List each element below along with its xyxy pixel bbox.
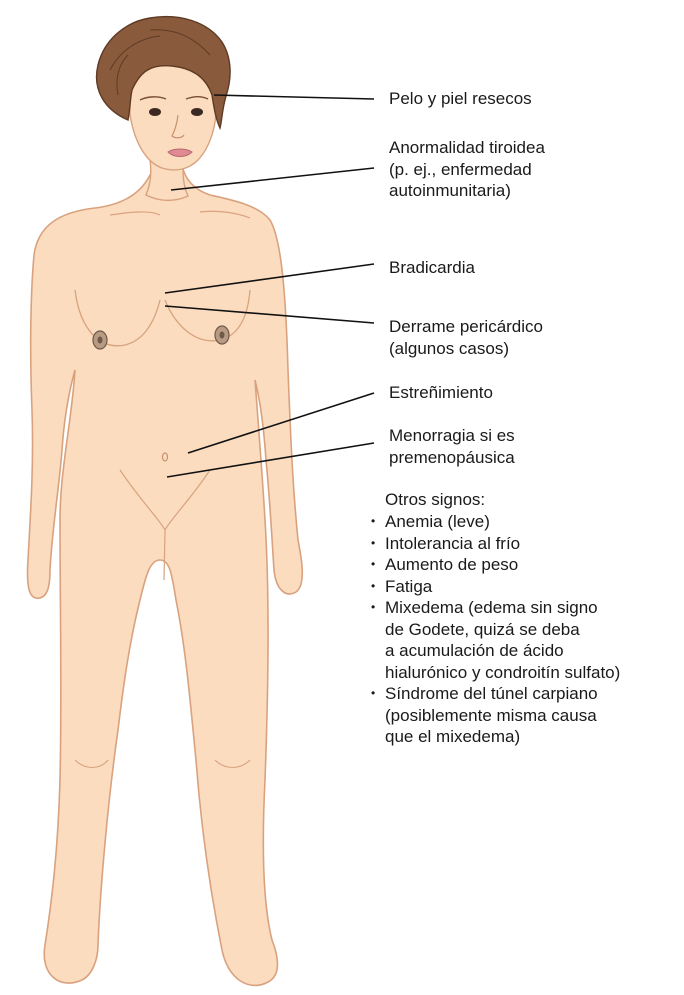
list-item-line: (posiblemente misma causa xyxy=(385,705,620,727)
list-item: • Aumento de peso xyxy=(371,554,620,576)
label-line: Anormalidad tiroidea xyxy=(389,137,545,159)
label-line: Pelo y piel resecos xyxy=(389,88,532,110)
label-line: premenopáusica xyxy=(389,447,515,469)
other-signs-list: • Anemia (leve) • Intolerancia al frío •… xyxy=(371,511,620,748)
list-item-line: Anemia (leve) xyxy=(385,511,620,533)
eye-left xyxy=(149,108,161,116)
list-item-line: a acumulación de ácido xyxy=(385,640,620,662)
eye-right xyxy=(191,108,203,116)
label-pericardial: Derrame pericárdico (algunos casos) xyxy=(389,316,543,359)
list-item-line: Intolerancia al frío xyxy=(385,533,620,555)
leader-dry-hair-skin xyxy=(214,95,374,99)
nipple-left-inner xyxy=(98,337,103,344)
list-item: • Síndrome del túnel carpiano (posibleme… xyxy=(371,683,620,748)
list-item: • Fatiga xyxy=(371,576,620,598)
label-dry-hair-skin: Pelo y piel resecos xyxy=(389,88,532,110)
list-item: • Anemia (leve) xyxy=(371,511,620,533)
label-thyroid: Anormalidad tiroidea (p. ej., enfermedad… xyxy=(389,137,545,202)
body-silhouette xyxy=(28,52,303,986)
label-menorrhagia: Menorragia si es premenopáusica xyxy=(389,425,515,468)
label-line: Bradicardia xyxy=(389,257,475,279)
list-item: • Intolerancia al frío xyxy=(371,533,620,555)
list-item-line: Aumento de peso xyxy=(385,554,620,576)
list-item-line: de Godete, quizá se deba xyxy=(385,619,620,641)
label-line: Menorragia si es xyxy=(389,425,515,447)
list-item-line: Mixedema (edema sin signo xyxy=(385,597,620,619)
list-item-line: hialurónico y condroitín sulfato) xyxy=(385,662,620,684)
bullet-icon: • xyxy=(371,683,375,705)
bullet-icon: • xyxy=(371,597,375,619)
leader-thyroid xyxy=(171,168,374,190)
label-line: (algunos casos) xyxy=(389,338,543,360)
label-line: (p. ej., enfermedad xyxy=(389,159,545,181)
label-line: autoinmunitaria) xyxy=(389,180,545,202)
bullet-icon: • xyxy=(371,533,375,555)
label-bradycardia: Bradicardia xyxy=(389,257,475,279)
label-line: Estreñimiento xyxy=(389,382,493,404)
torso-and-legs xyxy=(28,165,303,985)
nipple-right-inner xyxy=(220,332,225,339)
list-item-line: que el mixedema) xyxy=(385,726,620,748)
label-constipation: Estreñimiento xyxy=(389,382,493,404)
bullet-icon: • xyxy=(371,511,375,533)
bullet-icon: • xyxy=(371,554,375,576)
other-signs-title: Otros signos: xyxy=(385,489,485,511)
label-line: Derrame pericárdico xyxy=(389,316,543,338)
list-item-line: Síndrome del túnel carpiano xyxy=(385,683,620,705)
bullet-icon: • xyxy=(371,576,375,598)
list-item: • Mixedema (edema sin signo de Godete, q… xyxy=(371,597,620,683)
list-item-line: Fatiga xyxy=(385,576,620,598)
